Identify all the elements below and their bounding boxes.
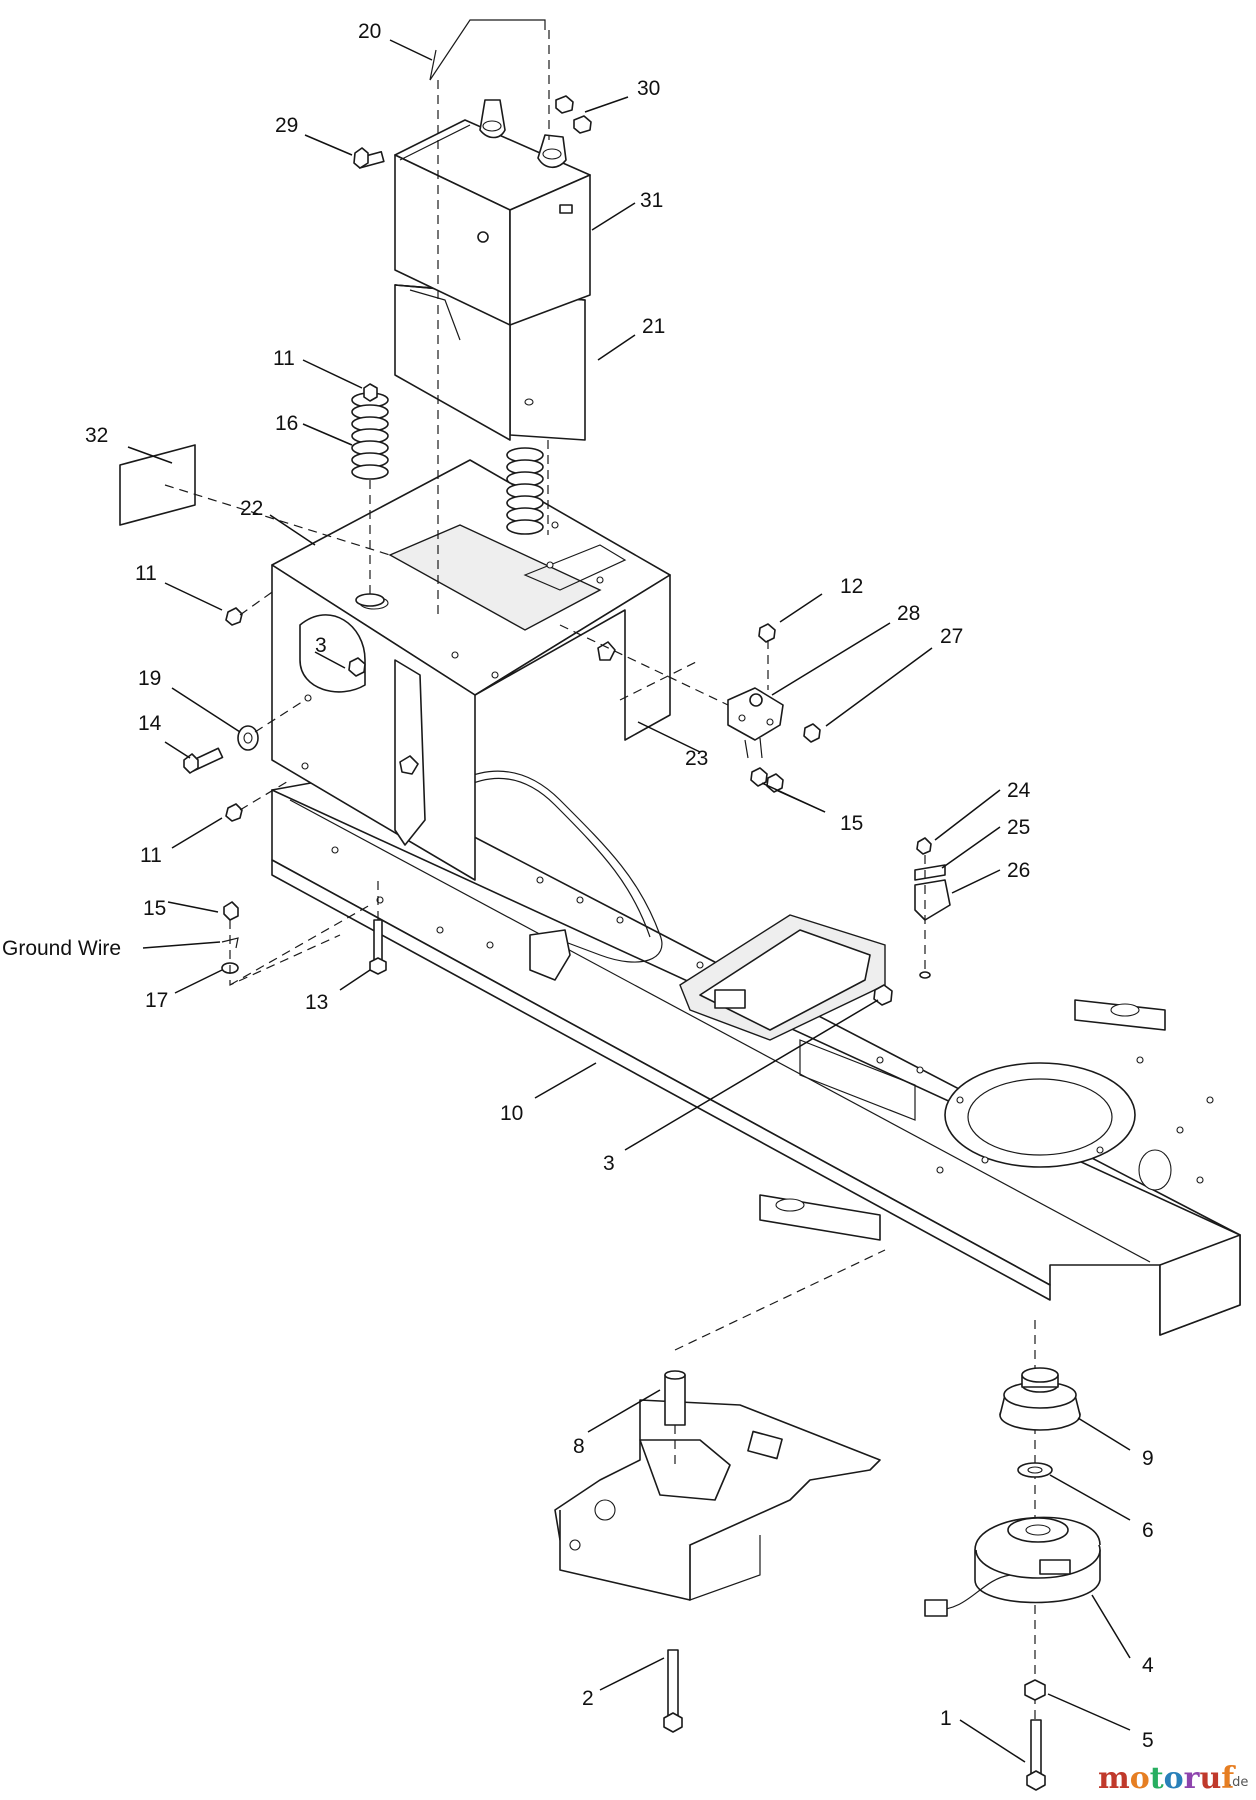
- callout-29: 29: [275, 114, 298, 137]
- switch-26: [914, 879, 951, 921]
- callout-30: 30: [637, 77, 660, 100]
- callout-13: 13: [305, 991, 328, 1014]
- bolt-2: [663, 1649, 683, 1733]
- callout-8: 8: [573, 1435, 585, 1458]
- watermark-logo: motoruf .de: [1098, 1761, 1248, 1796]
- callout-21: 21: [642, 315, 665, 338]
- spacer-8: [664, 1370, 686, 1426]
- bolt-11-upper: [225, 607, 243, 626]
- decal: [119, 444, 196, 526]
- bolt-14: [183, 747, 224, 774]
- spring-left: [351, 392, 389, 480]
- callout-11a: 11: [273, 347, 295, 370]
- callout-11b: 11: [135, 562, 157, 585]
- callout-4: 4: [1142, 1654, 1154, 1677]
- bolt-12: [758, 623, 776, 643]
- callout-15a: 15: [143, 897, 166, 920]
- ground-wire-terminal: [221, 937, 239, 949]
- nut-3-frame: [873, 984, 893, 1006]
- wm-letter: t: [1150, 1761, 1164, 1796]
- clutch-4: [924, 1516, 1101, 1617]
- callout-1: 1: [940, 1707, 952, 1730]
- callout-31: 31: [640, 189, 663, 212]
- main-frame: [271, 770, 1241, 1336]
- callout-6: 6: [1142, 1519, 1154, 1542]
- spring-bolt: [363, 383, 378, 402]
- spring-right: [506, 447, 544, 535]
- callout-11c: 11: [140, 844, 162, 867]
- leader-lines: [127, 39, 1131, 1763]
- callout-25: 25: [1007, 816, 1030, 839]
- callout-15b: 15: [840, 812, 863, 835]
- watermark-suffix: .de: [1228, 1775, 1248, 1790]
- wm-letter: u: [1199, 1761, 1221, 1796]
- svg-text:motoruf: motoruf: [1098, 1761, 1236, 1796]
- callout-5: 5: [1142, 1729, 1154, 1752]
- callout-28: 28: [897, 602, 920, 625]
- wm-letter: r: [1184, 1761, 1201, 1796]
- callout-27: 27: [940, 625, 963, 648]
- callout-labels: 20 29 30 31 21 11 16 32 22 11 12 28 27 3…: [2, 20, 1154, 1752]
- wm-letter: o: [1130, 1761, 1150, 1796]
- solenoid: [727, 687, 784, 759]
- nut-15-solenoid-a: [750, 767, 768, 787]
- callout-12: 12: [840, 575, 863, 598]
- hold-down-rod: [429, 19, 546, 81]
- nut-3-left: [348, 657, 366, 677]
- callout-3b: 3: [603, 1152, 615, 1175]
- callout-20: 20: [358, 20, 381, 43]
- nut-15-left: [223, 901, 239, 921]
- battery-nut: [555, 95, 592, 134]
- battery: [394, 99, 591, 326]
- wm-letter: o: [1164, 1761, 1184, 1796]
- spacer-19: [237, 725, 259, 751]
- nut-5: [1024, 1679, 1046, 1701]
- screw-24: [916, 837, 932, 855]
- callout-9: 9: [1142, 1447, 1154, 1470]
- callout-32: 32: [85, 424, 108, 447]
- callout-17: 17: [145, 989, 168, 1012]
- callout-19: 19: [138, 667, 161, 690]
- callout-2: 2: [582, 1687, 594, 1710]
- callout-23: 23: [685, 747, 708, 770]
- wm-letter: f: [1221, 1761, 1236, 1796]
- mount-plate: [554, 1399, 881, 1601]
- callout-3a: 3: [315, 634, 327, 657]
- callout-22: 22: [240, 497, 263, 520]
- callout-24: 24: [1007, 779, 1031, 802]
- washer-6: [1017, 1462, 1053, 1478]
- spring-washer: [355, 593, 385, 607]
- battery-bolt: [353, 147, 385, 169]
- bolt-27: [803, 723, 821, 743]
- wm-letter: m: [1098, 1761, 1130, 1796]
- callout-16: 16: [275, 412, 298, 435]
- ground-wire-label: Ground Wire: [2, 937, 121, 960]
- callout-26: 26: [1007, 859, 1030, 882]
- callout-14: 14: [138, 712, 162, 735]
- bracket-25: [914, 864, 946, 881]
- bolt-11-lower: [225, 803, 243, 822]
- bolt-13: [369, 919, 387, 975]
- callout-10: 10: [500, 1102, 523, 1125]
- pulley-9: [999, 1367, 1081, 1431]
- bolt-1: [1026, 1719, 1046, 1791]
